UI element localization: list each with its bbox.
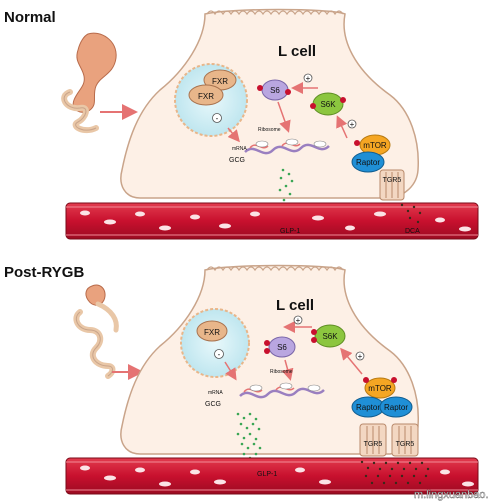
tgr5-receptor <box>379 169 405 201</box>
mrna-label: mRNA <box>208 390 223 396</box>
tgr5-receptor-left <box>359 423 387 457</box>
ribosome-label: Ribosome <box>258 127 281 133</box>
s6-label: S6 <box>270 86 280 95</box>
phospho-dot <box>285 89 291 95</box>
s6k-node <box>314 324 346 348</box>
ribosome-mrna-complex <box>244 138 330 155</box>
phospho-dot <box>311 329 317 335</box>
inhibition-symbol <box>214 349 224 359</box>
s6k-label: S6K <box>320 100 336 109</box>
ribosome-mrna-complex <box>239 382 325 399</box>
raptor-left-label: Raptor <box>356 403 380 412</box>
activation-label-b: + <box>350 120 355 129</box>
phospho-dot <box>310 103 316 109</box>
ribosome-label: Ribosome <box>270 369 293 375</box>
mtor-to-s6k-arrow <box>336 115 348 139</box>
mtor-node <box>364 377 396 399</box>
watermark: m.lingxuanbao. <box>414 489 489 501</box>
mtor-to-s6k-arrow <box>340 347 363 375</box>
activation-label-a: + <box>296 316 301 325</box>
s6-label: S6 <box>277 343 287 352</box>
cell-label: L cell <box>278 43 316 60</box>
phospho-dot <box>264 348 270 354</box>
phospho-dot <box>354 140 360 146</box>
gcg-label: GCG <box>205 401 221 408</box>
fxr-outer-label: FXR <box>212 77 228 86</box>
activation-symbol <box>355 351 365 361</box>
blood-vessel <box>65 202 479 240</box>
condition-label: Normal <box>4 9 56 26</box>
mtor-label: mTOR <box>368 384 392 393</box>
fxr-to-gcg-arrow <box>224 361 237 381</box>
l-cell-body <box>120 8 419 199</box>
s6-node <box>268 336 296 358</box>
dca-particles <box>360 460 430 485</box>
glp1-label: GLP-1 <box>257 471 277 478</box>
tgr5-left-label: TGR5 <box>364 441 383 448</box>
fxr-inner-label: FXR <box>198 92 214 101</box>
phospho-dot <box>391 377 397 383</box>
mtor-label: mTOR <box>363 141 387 150</box>
panel-post-rygb: Post-RYGB L cell FXR - S6 S6K + <box>4 264 479 495</box>
stomach-icon <box>61 32 117 134</box>
fxr-to-gcg-arrow <box>227 127 240 143</box>
phospho-dot <box>363 377 369 383</box>
fxr-node-inner <box>188 84 224 106</box>
tgr5-label: TGR5 <box>383 177 402 184</box>
glp1-label: GLP-1 <box>280 228 300 235</box>
raptor-label: Raptor <box>356 158 380 167</box>
dca-label: DCA <box>405 228 420 235</box>
s6k-label: S6K <box>322 332 338 341</box>
phospho-dot <box>340 97 346 103</box>
activation-label-a: + <box>306 74 311 83</box>
raptor-node <box>351 151 385 173</box>
condition-label: Post-RYGB <box>4 264 84 281</box>
phospho-dot <box>311 337 317 343</box>
fxr-label: FXR <box>204 328 220 337</box>
s6-to-ribosome-arrow <box>277 101 291 133</box>
mrna-label: mRNA <box>232 146 247 152</box>
inhibition-label: - <box>218 350 221 359</box>
s6-to-ribosome-arrow <box>281 359 294 381</box>
activation-symbol <box>347 119 357 129</box>
microvilli <box>206 266 344 272</box>
phospho-dot <box>264 340 270 346</box>
panel-normal: Normal L cell FXR FXR - S6 S6K <box>4 8 479 240</box>
tgr5-right-label: TGR5 <box>396 441 415 448</box>
microvilli <box>206 10 344 16</box>
activation-symbol <box>303 73 313 83</box>
bypass-anatomy-icon <box>73 284 119 379</box>
red-blood-cells <box>80 465 474 487</box>
raptor-node-right <box>379 396 413 418</box>
nucleus <box>180 308 250 378</box>
cell-label: L cell <box>276 297 314 314</box>
inhibition-symbol <box>212 113 222 123</box>
activation-symbol <box>293 315 303 325</box>
tgr5-receptor-right <box>391 423 419 457</box>
activation-label-b: + <box>358 352 363 361</box>
gcg-label: GCG <box>229 157 245 164</box>
dca-particles <box>400 203 422 224</box>
fxr-node <box>196 320 228 342</box>
raptor-right-label: Raptor <box>384 403 408 412</box>
inhibition-label: - <box>216 114 219 123</box>
red-blood-cells <box>80 210 471 232</box>
phospho-dot <box>257 85 263 91</box>
